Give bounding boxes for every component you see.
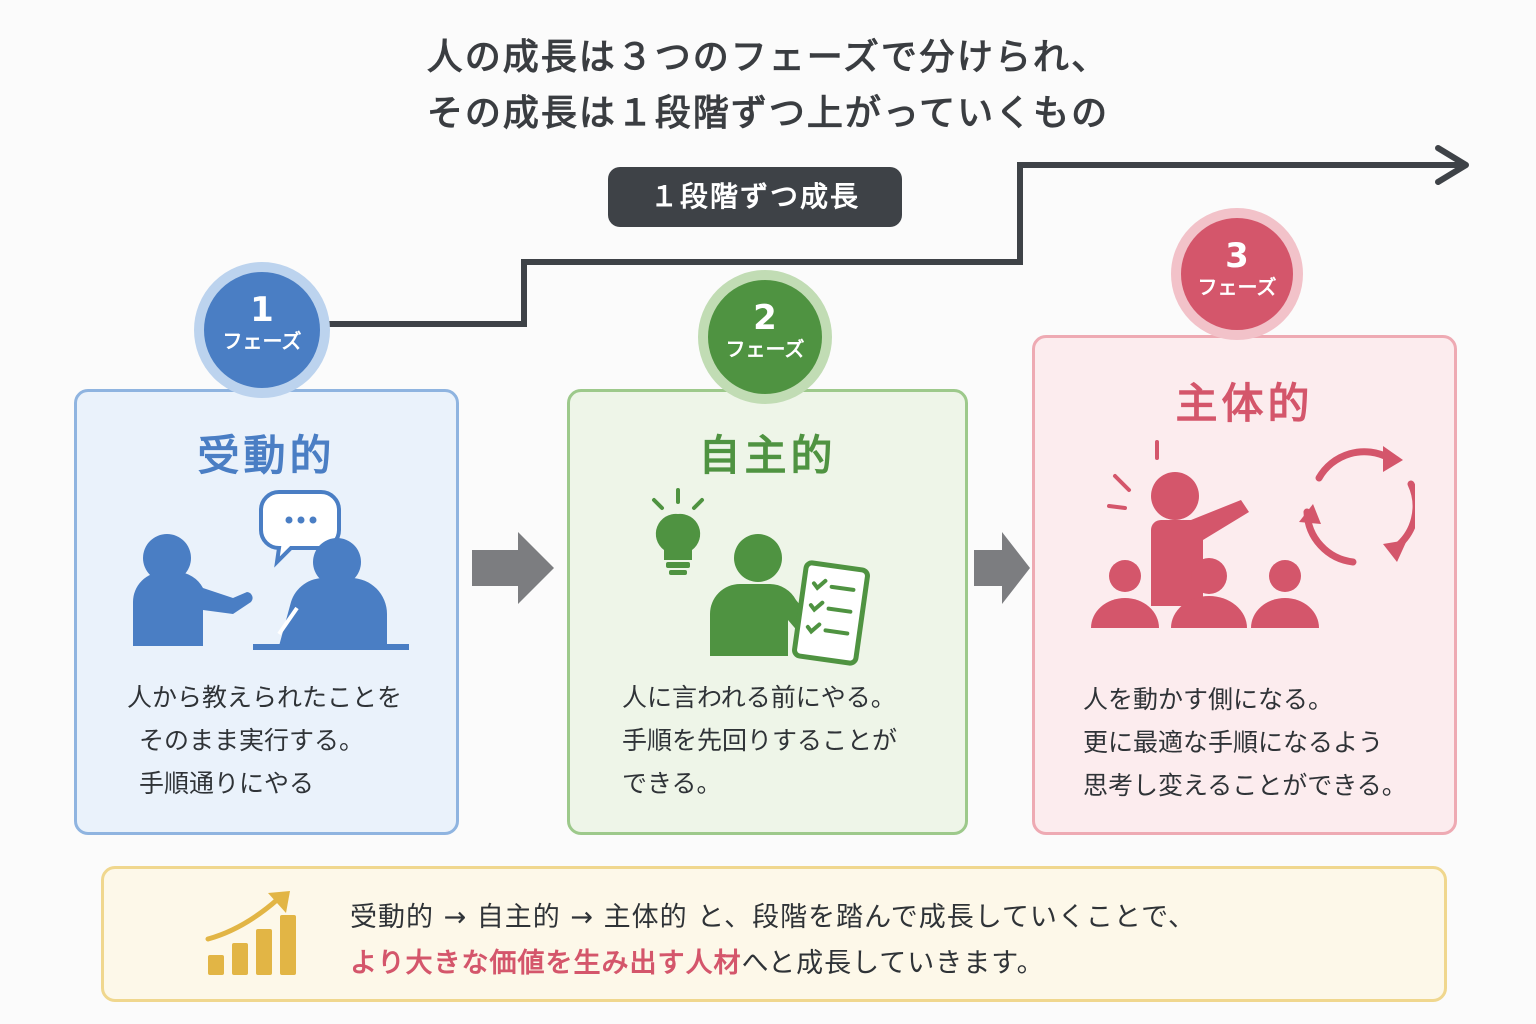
phase-number: 3 [1225, 236, 1249, 276]
page-title-line2: その成長は１段階ずつ上がっていくもの [426, 93, 1110, 134]
phase-card-proactive: 自主的 人に言われる前にやる。 手順を先回りすることが できる。 [567, 389, 968, 835]
phase-card-autonomous: 主体的 人を動かす側になる。 更に最適な手順になるよう 思考し変えることができる… [1032, 335, 1457, 835]
phase-desc-line: 手順通りにやる [139, 769, 315, 798]
phase-badge-3: 3 フェーズ [1171, 208, 1303, 340]
phase-badge-1: 1 フェーズ [194, 262, 330, 398]
growth-step-arrow [320, 145, 1469, 327]
phase-label: フェーズ [725, 337, 805, 361]
summary-box: 受動的 → 自主的 → 主体的 と、段階を踏んで成長していくことで、 より大きな… [101, 866, 1447, 1002]
arrow-right-icon [974, 532, 1030, 604]
summary-line1: 受動的 → 自主的 → 主体的 と、段階を踏んで成長していくことで、 [350, 902, 1197, 933]
leader-with-team-icon [1091, 440, 1415, 628]
phase-desc-line: 手順を先回りすることが [622, 726, 898, 755]
arrow-right-icon [472, 532, 554, 604]
phase-label: フェーズ [1197, 275, 1277, 299]
phase-number: 2 [753, 298, 777, 338]
summary-highlight: より大きな価値を生み出す人材 [350, 948, 742, 979]
phase-title: 主体的 [1175, 379, 1314, 428]
phase-title: 自主的 [698, 431, 837, 480]
phase-desc-line: できる。 [622, 769, 722, 798]
phase-number: 1 [250, 290, 274, 330]
phase-desc-line: 人から教えられたことを [127, 683, 403, 712]
phase-desc-line: 思考し変えることができる。 [1083, 771, 1407, 800]
page-title-line1: 人の成長は３つのフェーズで分けられ、 [426, 37, 1110, 78]
growth-step-label: １段階ずつ成長 [608, 167, 902, 227]
phase-desc-line: 更に最適な手順になるよう [1083, 728, 1384, 757]
phase-desc-line: 人を動かす側になる。 [1083, 685, 1334, 714]
phase-title: 受動的 [197, 431, 336, 480]
phase-badge-2: 2 フェーズ [698, 270, 832, 404]
person-with-checklist-icon [652, 488, 870, 666]
teacher-and-student-icon [133, 490, 409, 650]
phase-label: フェーズ [222, 329, 302, 353]
phase-desc-line: そのまま実行する。 [139, 726, 365, 755]
summary-line2-rest: へと成長していきます。 [741, 948, 1045, 979]
phase-desc-line: 人に言われる前にやる。 [622, 683, 896, 712]
growth-bar-chart-icon [205, 891, 296, 975]
summary-line2: より大きな価値を生み出す人材へと成長していきます。 [350, 941, 1045, 980]
phase-card-passive: 受動的 人から教えられたことを そのまま実行する。 手順通りにやる [74, 389, 459, 835]
